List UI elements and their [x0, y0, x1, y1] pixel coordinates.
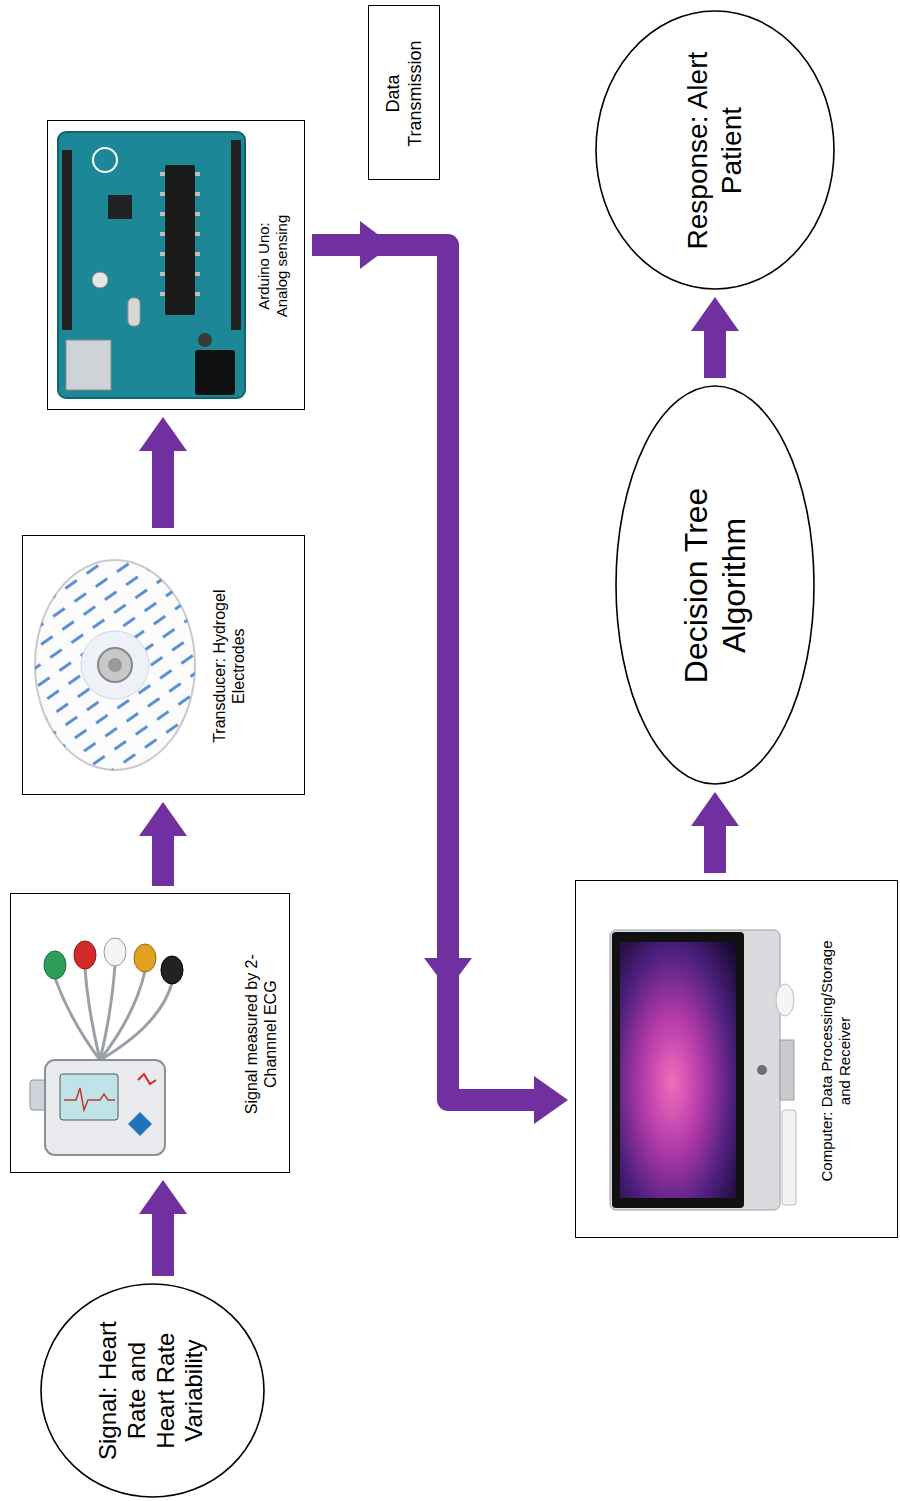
- flow-arrow: [704, 826, 726, 873]
- electrode-pad: [30, 555, 200, 775]
- node-text: Decision Tree Algorithm: [677, 455, 754, 715]
- arrowhead: [360, 221, 392, 269]
- node-text: Data Transmission: [383, 28, 426, 158]
- flow-arrow: [312, 245, 534, 1100]
- node-text: Arduino Uno: Analog sensing: [255, 201, 291, 331]
- node-text: Signal: Heart Rate and Heart Rate Variab…: [94, 1315, 209, 1465]
- transmission-box: Data Transmission: [368, 5, 440, 180]
- transducer-box: Transducer: Hydrogel Electrodes: [22, 535, 305, 795]
- node-text: Transducer: Hydrogel Electrodes: [210, 566, 248, 766]
- node-label: Response: Alert Patient: [681, 50, 748, 250]
- desktop-computer: [610, 930, 796, 1210]
- ecg-recorder: [30, 938, 183, 1155]
- ellipse-outline: [615, 385, 815, 785]
- node-text: Computer: Data Processing/Storage and Re…: [818, 936, 854, 1186]
- node-label: Transducer: Hydrogel Electrodes: [210, 566, 248, 766]
- flow-arrow: [704, 331, 726, 378]
- flow-arrow: [152, 451, 174, 528]
- arrowhead: [424, 958, 472, 990]
- ellipse-border: [616, 386, 814, 784]
- node-label: Signal measured by 2-Channnel ECG: [242, 934, 280, 1134]
- flow-arrow: [152, 1214, 174, 1276]
- ellipse-outline: [595, 10, 835, 290]
- node-label: Arduino Uno: Analog sensing: [255, 201, 291, 331]
- device-box: Signal measured by 2-Channnel ECG: [10, 893, 290, 1173]
- node-text: Signal measured by 2-Channnel ECG: [242, 934, 280, 1134]
- microcontroller-box: Arduino Uno: Analog sensing: [47, 120, 305, 410]
- signal-ellipse: Signal: Heart Rate and Heart Rate Variab…: [40, 1283, 265, 1498]
- node-label: Signal: Heart Rate and Heart Rate Variab…: [94, 1315, 209, 1465]
- node-text: Response: Alert Patient: [681, 50, 748, 250]
- computer-box: Computer: Data Processing/Storage and Re…: [575, 880, 898, 1238]
- response-ellipse: Response: Alert Patient: [595, 10, 835, 290]
- node-label: Computer: Data Processing/Storage and Re…: [818, 936, 854, 1186]
- algorithm-ellipse: Decision Tree Algorithm: [615, 385, 815, 785]
- ellipse-border: [41, 1284, 264, 1497]
- ellipse-border: [596, 11, 834, 289]
- arduino-board: [58, 132, 245, 398]
- flow-arrow: [152, 836, 174, 886]
- node-label: Data Transmission: [383, 28, 426, 158]
- node-label: Decision Tree Algorithm: [677, 455, 754, 715]
